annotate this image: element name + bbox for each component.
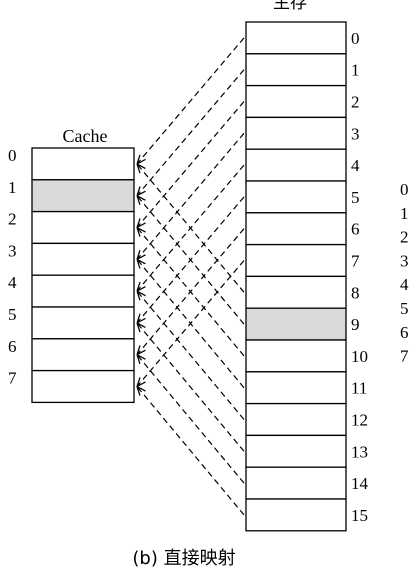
cache-line bbox=[31, 369, 135, 404]
memory-block-label: 0 bbox=[351, 29, 360, 48]
memory-block bbox=[245, 116, 347, 150]
mapping-arrow bbox=[137, 387, 245, 516]
memory-block bbox=[245, 212, 347, 246]
mapping-arrow bbox=[137, 101, 245, 228]
cache-line-label: 2 bbox=[8, 210, 17, 229]
partial-label: 5 bbox=[400, 299, 409, 318]
partial-label: 6 bbox=[400, 323, 409, 342]
memory-block bbox=[245, 307, 347, 341]
memory-block bbox=[245, 275, 347, 309]
memory-block bbox=[245, 402, 347, 437]
partial-label: 3 bbox=[400, 251, 409, 270]
cache-line-label: 7 bbox=[8, 369, 17, 388]
cache-line bbox=[31, 338, 135, 372]
cache-line-label: 6 bbox=[8, 337, 17, 356]
cache-title: Cache bbox=[63, 126, 108, 146]
partial-label: 7 bbox=[400, 347, 409, 366]
memory-block bbox=[245, 148, 347, 182]
cache-line-label: 0 bbox=[8, 146, 17, 165]
cache-line-label: 4 bbox=[8, 273, 17, 292]
mapping-arrow bbox=[137, 259, 245, 389]
cache-line-label: 1 bbox=[8, 178, 17, 197]
memory-block-label: 11 bbox=[351, 379, 367, 398]
mapping-arrow bbox=[137, 37, 245, 164]
mapping-arrow bbox=[137, 132, 245, 259]
partial-label: 4 bbox=[400, 275, 409, 294]
right-partial-labels: 0 1 2 3 4 5 6 7 bbox=[400, 180, 409, 366]
cache-line bbox=[31, 210, 135, 245]
memory-block-label: 8 bbox=[351, 283, 360, 302]
partial-label: 0 bbox=[400, 180, 409, 199]
memory-block-label: 4 bbox=[351, 156, 360, 175]
memory-block-label: 3 bbox=[351, 124, 360, 143]
memory-block-label: 1 bbox=[351, 61, 360, 80]
mapping-arrow bbox=[137, 291, 245, 420]
memory-block-label: 7 bbox=[351, 252, 360, 271]
memory-block-label: 9 bbox=[351, 315, 360, 334]
memory-block-label: 15 bbox=[351, 506, 368, 525]
cache-line bbox=[31, 274, 135, 308]
diagram-caption: (b) 直接映射 bbox=[132, 548, 235, 569]
cache-line bbox=[31, 242, 135, 276]
cache-lines: 0 1 2 3 4 5 6 7 bbox=[8, 146, 135, 404]
memory-block bbox=[245, 21, 347, 55]
mapping-arrow bbox=[137, 69, 245, 196]
main-memory-title: 主存 bbox=[273, 0, 307, 13]
memory-block-label: 13 bbox=[351, 442, 368, 461]
memory-block bbox=[245, 434, 347, 468]
memory-block bbox=[245, 53, 347, 87]
memory-block bbox=[245, 339, 347, 373]
memory-block-label: 5 bbox=[351, 188, 360, 207]
cache-line-label: 3 bbox=[8, 241, 17, 260]
cache-line-label: 5 bbox=[8, 305, 17, 324]
memory-block bbox=[245, 180, 347, 214]
mapping-arrow bbox=[137, 164, 245, 293]
mapping-arrow bbox=[137, 196, 245, 325]
memory-block-label: 12 bbox=[351, 411, 368, 430]
memory-block-label: 6 bbox=[351, 220, 360, 239]
memory-block bbox=[245, 84, 347, 119]
memory-block bbox=[245, 466, 347, 500]
memory-block bbox=[245, 498, 347, 532]
mapping-arrow bbox=[137, 323, 245, 452]
mapping-arrow bbox=[137, 228, 245, 357]
memory-block-label: 14 bbox=[351, 474, 369, 493]
mapping-arrows bbox=[137, 37, 245, 516]
cache-line bbox=[31, 306, 135, 340]
cache-line bbox=[31, 179, 135, 213]
memory-block bbox=[245, 371, 347, 405]
partial-label: 1 bbox=[400, 204, 409, 223]
partial-label: 2 bbox=[400, 228, 409, 247]
mapping-arrow bbox=[137, 355, 245, 484]
memory-block bbox=[245, 243, 347, 278]
cache-line bbox=[31, 147, 135, 181]
memory-block-label: 2 bbox=[351, 93, 360, 112]
memory-block-label: 10 bbox=[351, 347, 368, 366]
